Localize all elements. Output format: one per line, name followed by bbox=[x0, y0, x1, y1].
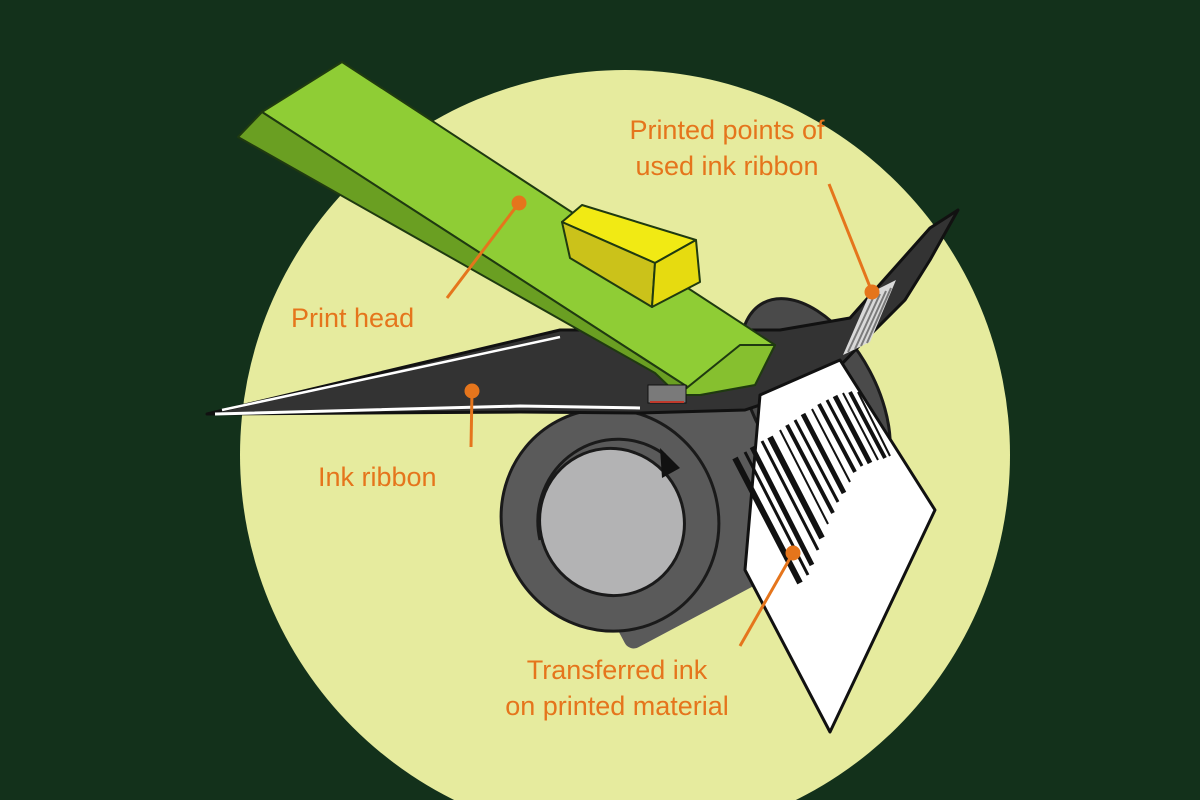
callouts bbox=[445, 183, 880, 647]
label-transferred-ink-line1: Transferred ink bbox=[526, 655, 708, 685]
label-printed-points-line2: used ink ribbon bbox=[635, 151, 819, 181]
print-element-block bbox=[561, 204, 701, 308]
callout-print-head bbox=[445, 202, 521, 299]
printed-barcode bbox=[732, 391, 891, 585]
callout-dot-ink-ribbon bbox=[464, 383, 480, 399]
roller-core bbox=[538, 446, 686, 598]
callout-dot-print-head bbox=[511, 195, 527, 211]
label-transferred-ink: Transferred ink on printed material bbox=[482, 652, 752, 724]
label-printed-points-line1: Printed points of bbox=[629, 115, 825, 145]
label-ink-ribbon: Ink ribbon bbox=[318, 462, 437, 492]
callout-transferred-ink bbox=[738, 552, 795, 647]
print-head bbox=[237, 61, 776, 404]
callout-printed-points bbox=[827, 183, 874, 293]
label-printed-points: Printed points of used ink ribbon bbox=[612, 112, 842, 184]
rotation-arrow-icon bbox=[660, 448, 680, 478]
callout-ink-ribbon bbox=[469, 390, 474, 448]
label-print-head: Print head bbox=[291, 303, 415, 333]
used-ribbon-barcode-ghost bbox=[843, 280, 896, 355]
ink-ribbon-band bbox=[205, 208, 960, 416]
callout-dot-transferred-ink bbox=[785, 545, 801, 561]
callout-dot-printed-points bbox=[864, 284, 880, 300]
printed-label bbox=[732, 358, 937, 734]
label-transferred-ink-line2: on printed material bbox=[505, 691, 729, 721]
